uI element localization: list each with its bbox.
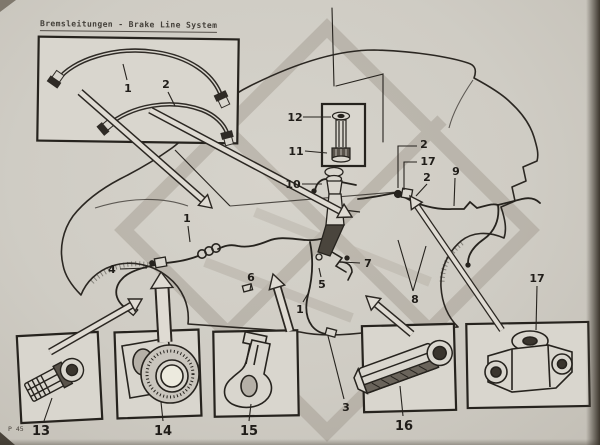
callout-7: 7 xyxy=(364,257,372,270)
photo-corner-top-left xyxy=(0,0,16,12)
arrow-box16 xyxy=(364,295,415,337)
callout-14: 14 xyxy=(154,424,172,439)
callout-hose-2: 2 xyxy=(162,78,170,91)
reservoir-bolt-illustration xyxy=(331,111,351,163)
callout-5: 5 xyxy=(318,278,326,291)
brake-lines xyxy=(115,7,541,335)
callout-8: 8 xyxy=(411,293,419,306)
bracket-illustration xyxy=(223,330,273,409)
brake-hose-illustrations xyxy=(46,48,235,147)
arrow-box17 xyxy=(409,194,505,332)
callout-3: 3 xyxy=(342,401,350,414)
callout-17-line: 17 xyxy=(420,155,435,168)
callout-hose-1: 1 xyxy=(124,82,132,95)
grommet-illustration xyxy=(121,337,200,404)
callout-13: 13 xyxy=(32,424,50,439)
callout-2-lower: 2 xyxy=(423,171,431,184)
callout-10: 10 xyxy=(285,178,301,191)
arrow-hose2 xyxy=(148,106,354,219)
callout-17-box: 17 xyxy=(529,272,544,285)
photo-corner-bottom-left xyxy=(0,432,15,445)
arrow-box13 xyxy=(48,298,144,356)
bottom-edge-shadow xyxy=(0,439,600,445)
arrow-hose1 xyxy=(77,89,214,209)
callout-2-upper: 2 xyxy=(420,138,428,151)
callout-1-hose: 1 xyxy=(296,303,304,316)
callout-4: 4 xyxy=(108,263,116,276)
callout-6: 6 xyxy=(247,271,255,284)
page-edge-shadow xyxy=(586,0,600,445)
hex-coupler-illustration xyxy=(353,339,453,395)
callout-1-front-line: 1 xyxy=(183,212,191,225)
union-nut-illustration xyxy=(24,357,85,402)
line-coil xyxy=(197,243,222,260)
callout-leaders xyxy=(43,63,538,422)
t-union-illustration xyxy=(484,330,573,393)
pointer-arrows xyxy=(48,89,505,356)
callout-11: 11 xyxy=(288,145,303,158)
callout-12: 12 xyxy=(287,111,302,124)
arrow-box14 xyxy=(149,270,175,343)
line-fittings xyxy=(125,187,471,338)
page-reference: P 45 xyxy=(8,425,24,433)
callout-15: 15 xyxy=(240,424,258,439)
arrow-box15 xyxy=(268,272,295,333)
callout-16: 16 xyxy=(395,419,413,434)
callout-9: 9 xyxy=(452,165,460,178)
